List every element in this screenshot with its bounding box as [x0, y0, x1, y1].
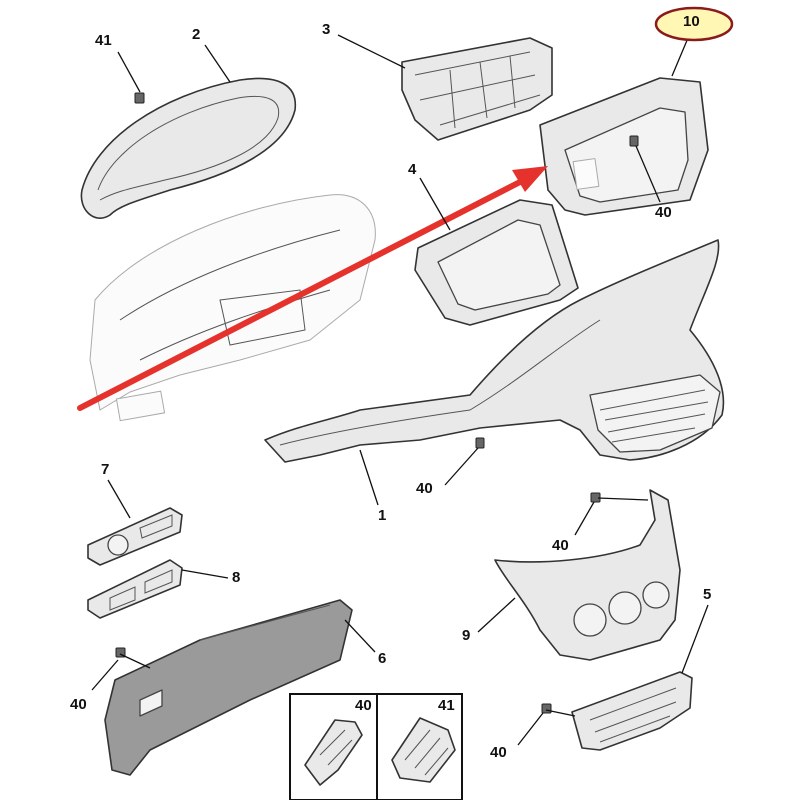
callout-10: 10: [683, 13, 700, 30]
part-9-console-bezel[interactable]: [494, 489, 681, 661]
callout-9: 9: [462, 627, 471, 644]
callout-5: 5: [703, 586, 712, 603]
callout-3: 3: [322, 21, 331, 38]
callout-1: 1: [378, 507, 387, 524]
callout-4: 4: [408, 161, 417, 178]
callout-40-bottom: 40: [490, 744, 507, 761]
clip-41-icon: [134, 92, 145, 104]
callout-7: 7: [101, 461, 110, 478]
callout-40-lower-right: 40: [552, 537, 569, 554]
dashboard-ghost: [89, 194, 376, 422]
part-10-display-surround[interactable]: [539, 77, 709, 216]
leader-lines: [91, 34, 709, 746]
callout-40-right: 40: [655, 204, 672, 221]
callout-2: 2: [192, 26, 201, 43]
part-7-switch-bezel[interactable]: [87, 507, 183, 566]
callout-40-left: 40: [70, 696, 87, 713]
part-2-cluster-hood[interactable]: [80, 77, 297, 219]
inset-label-40: 40: [355, 697, 372, 714]
callout-40-mid: 40: [416, 480, 433, 497]
callout-6: 6: [378, 650, 387, 667]
clip-41-detail-icon: [391, 717, 456, 783]
part-4-trim-bezel[interactable]: [414, 199, 579, 326]
clip-40-detail-icon: [304, 719, 363, 786]
clip-inset-panel: [289, 693, 463, 800]
callout-41-top: 41: [95, 32, 112, 49]
part-5-control-panel[interactable]: [571, 671, 693, 751]
part-1-dashboard-carrier[interactable]: [264, 239, 725, 463]
inset-label-41: 41: [438, 697, 455, 714]
callout-8: 8: [232, 569, 241, 586]
red-pointer-arrow: [77, 166, 548, 411]
part-6-glovebox-lid[interactable]: [104, 599, 353, 776]
part-8-switch-bezel[interactable]: [87, 559, 183, 619]
part-3-bracket-frame[interactable]: [401, 37, 553, 141]
highlight-ring-10: [654, 6, 734, 42]
